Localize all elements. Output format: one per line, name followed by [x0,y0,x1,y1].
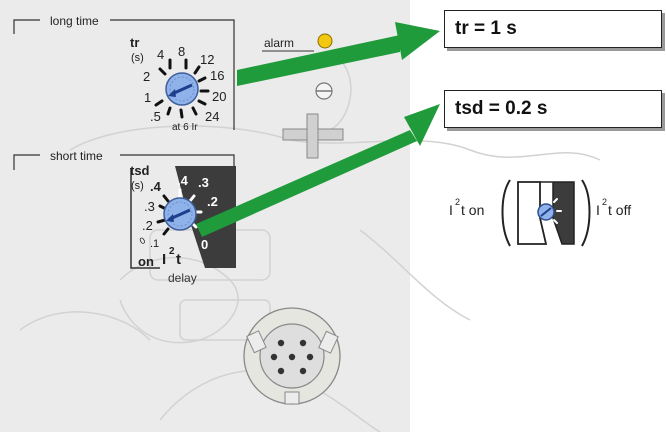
short-time-group: short time tsd (s) .4 .4 .3 .3 .2 .2 .1 … [13,149,236,285]
tr-dial-knob[interactable] [165,72,199,106]
i2t-dial-label-t: t [176,251,181,268]
tr-setting-callout: tr = 1 s [444,10,662,48]
tsd-label: tsd [130,163,150,178]
i2t-off-rest: t off [608,202,631,218]
tr-pointer-arrow-icon [168,89,176,97]
background-outline-shapes [19,59,601,433]
i2t-legend: I 2 t on I 2 t off [449,179,631,247]
i2t-off-base: I [596,202,600,218]
tsd-value-0-4-off: .4 [177,173,189,188]
tr-label: tr [130,35,139,50]
tsd-value-0-on: 0 [138,235,147,246]
long-time-title: long time [50,14,99,28]
tsd-value-0: 0 [201,237,208,252]
i2t-dial-label-base: I [162,251,166,268]
tsd-value-0-4-on: .4 [150,179,162,194]
tsd-pointer-arrow-icon [166,214,174,222]
tr-value-4: 4 [157,47,164,62]
alarm-led-icon [317,33,333,49]
tsd-setting-callout: tsd = 0.2 s [444,90,662,128]
tsd-value-0-3-off: .3 [198,175,209,190]
i2t-dial-label-sup: 2 [169,246,175,257]
tsd-dark-sector [175,166,236,268]
tsd-value-0-2-on: .2 [142,218,153,233]
tr-unit: (s) [131,52,144,64]
tsd-unit: (s) [131,180,144,192]
tr-value-2: 2 [143,69,150,84]
i2t-on-base: I [449,202,453,218]
i2t-legend-frame [517,181,548,245]
tr-value-16: 16 [210,68,224,83]
i2t-on-rest: t on [461,202,484,218]
tr-dial-ticks [154,58,210,119]
tsd-callout-arrow [196,104,440,237]
test-connector [243,307,341,405]
tr-value-12: 12 [200,52,214,67]
tsd-value-0-1-on: .1 [150,238,159,250]
alarm-label: alarm [264,36,294,50]
i2t-off-sup: 2 [602,197,607,207]
tr-setting-text: tr = 1 s [455,18,517,39]
tsd-dial-knob[interactable] [163,197,197,231]
long-time-group: long time tr (s) 4 8 12 16 20 24 .5 1 2 … [13,14,235,133]
i2t-on-sup: 2 [455,197,460,207]
tr-value-8: 8 [178,44,185,59]
tr-value-20: 20 [212,89,226,104]
tr-value-24: 24 [205,109,219,124]
delay-label: delay [168,271,197,285]
i2t-legend-dark-sector [540,181,575,245]
tr-dial-note: at 6 Ir [172,122,198,133]
tr-callout-arrow [237,22,440,86]
tr-value-0-5: .5 [150,109,161,124]
short-time-title: short time [50,149,103,163]
tsd-value-0-3-on: .3 [144,199,155,214]
i2t-on-label: on [138,254,154,269]
tsd-value-0-2-off: .2 [207,194,218,209]
tr-value-1: 1 [144,90,151,105]
tsd-setting-text: tsd = 0.2 s [455,98,548,119]
